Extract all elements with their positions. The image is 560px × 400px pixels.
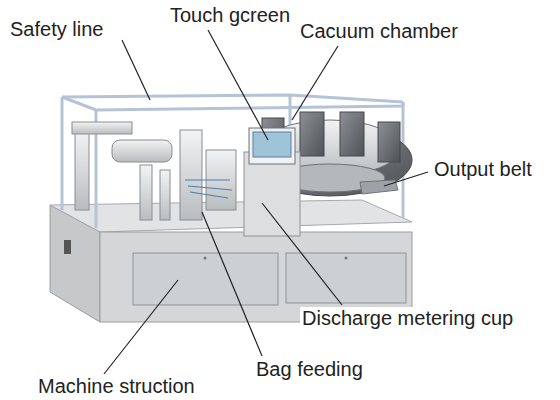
part-label: Discharge metering cup bbox=[300, 307, 515, 329]
output-belt bbox=[360, 180, 398, 194]
part-label: Machine struction bbox=[36, 375, 197, 397]
part-label: Safety line bbox=[8, 18, 105, 40]
drawer bbox=[286, 253, 406, 303]
drawer bbox=[133, 253, 278, 305]
safety-frame bbox=[62, 95, 403, 228]
port bbox=[64, 240, 71, 254]
touch-screen bbox=[244, 128, 300, 236]
part-label: Touch gcreen bbox=[168, 4, 292, 26]
part-label: Cacuum chamber bbox=[298, 20, 460, 42]
part-label: Output belt bbox=[432, 158, 534, 180]
handle bbox=[204, 257, 207, 260]
feeding-mechanism bbox=[72, 122, 236, 220]
handle bbox=[345, 257, 348, 260]
part-label: Bag feeding bbox=[254, 358, 365, 380]
